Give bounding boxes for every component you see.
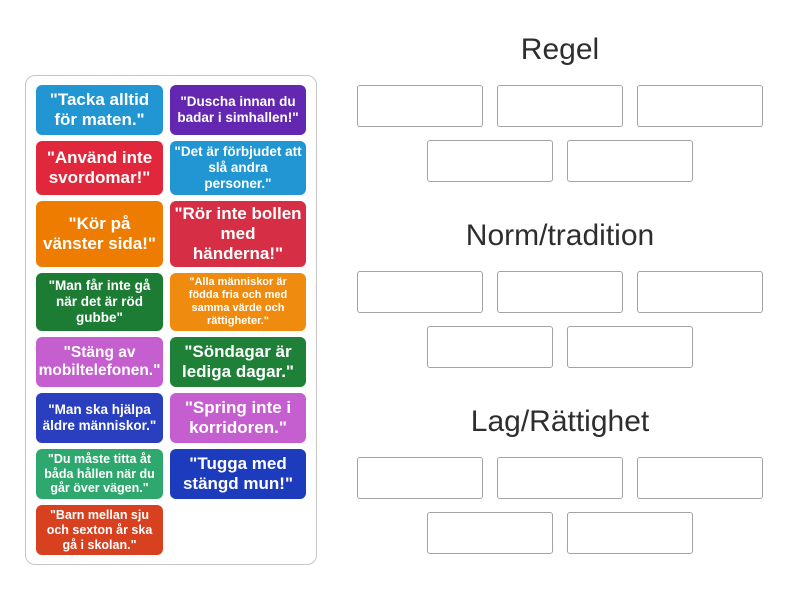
slot-row [350, 85, 770, 127]
draggable-card[interactable]: "Duscha innan du badar i simhallen!" [170, 85, 306, 135]
group-lag-rattighet: Lag/Rättighet [350, 404, 770, 554]
group-norm-tradition: Norm/tradition [350, 218, 770, 368]
draggable-card[interactable]: "Tugga med stängd mun!" [170, 448, 306, 500]
group-title: Norm/tradition [465, 219, 655, 252]
drop-slot[interactable] [427, 140, 553, 182]
draggable-card[interactable]: "Alla människor är födda fria och med sa… [170, 272, 306, 331]
draggable-card[interactable]: "Man får inte gå när det är röd gubbe" [36, 272, 163, 331]
drop-slot[interactable] [427, 512, 553, 554]
draggable-card[interactable]: "Barn mellan sju och sexton år ska gå i … [36, 505, 163, 556]
drop-slot[interactable] [427, 326, 553, 368]
group-title: Regel [520, 33, 600, 66]
drop-slot[interactable] [637, 271, 763, 313]
draggable-card[interactable]: "Man ska hjälpa äldre människor." [36, 392, 163, 443]
draggable-card[interactable]: "Kör på vänster sida!" [36, 200, 163, 267]
slot-row [350, 326, 770, 368]
drop-slot[interactable] [357, 457, 483, 499]
draggable-card[interactable]: "Det är förbjudet att slå andra personer… [170, 141, 306, 195]
draggable-card[interactable]: "Tacka alltid för maten." [36, 85, 163, 135]
draggable-card[interactable]: "Spring inte i korridoren." [170, 392, 306, 443]
drop-slot[interactable] [497, 271, 623, 313]
card-tray: "Tacka alltid för maten.""Duscha innan d… [25, 75, 317, 566]
draggable-card[interactable]: "Du måste titta åt båda hållen när du gå… [36, 448, 163, 500]
drop-slot[interactable] [567, 326, 693, 368]
drop-slot[interactable] [357, 85, 483, 127]
drop-slot[interactable] [497, 85, 623, 127]
slot-row [350, 512, 770, 554]
draggable-card[interactable]: "Rör inte bollen med händerna!" [170, 200, 306, 267]
slot-row [350, 457, 770, 499]
group-regel: Regel [350, 32, 770, 182]
drop-slot[interactable] [637, 85, 763, 127]
drop-slot[interactable] [567, 512, 693, 554]
draggable-card[interactable]: "Stäng av mobiltelefonen." [36, 336, 163, 387]
draggable-card[interactable]: "Använd inte svordomar!" [36, 141, 163, 195]
drop-slot[interactable] [637, 457, 763, 499]
drop-slot[interactable] [497, 457, 623, 499]
slot-row [350, 271, 770, 313]
draggable-card[interactable]: "Söndagar är lediga dagar." [170, 336, 306, 387]
drop-slot[interactable] [357, 271, 483, 313]
drop-slot[interactable] [567, 140, 693, 182]
group-title: Lag/Rättighet [470, 405, 650, 438]
slot-row [350, 140, 770, 182]
